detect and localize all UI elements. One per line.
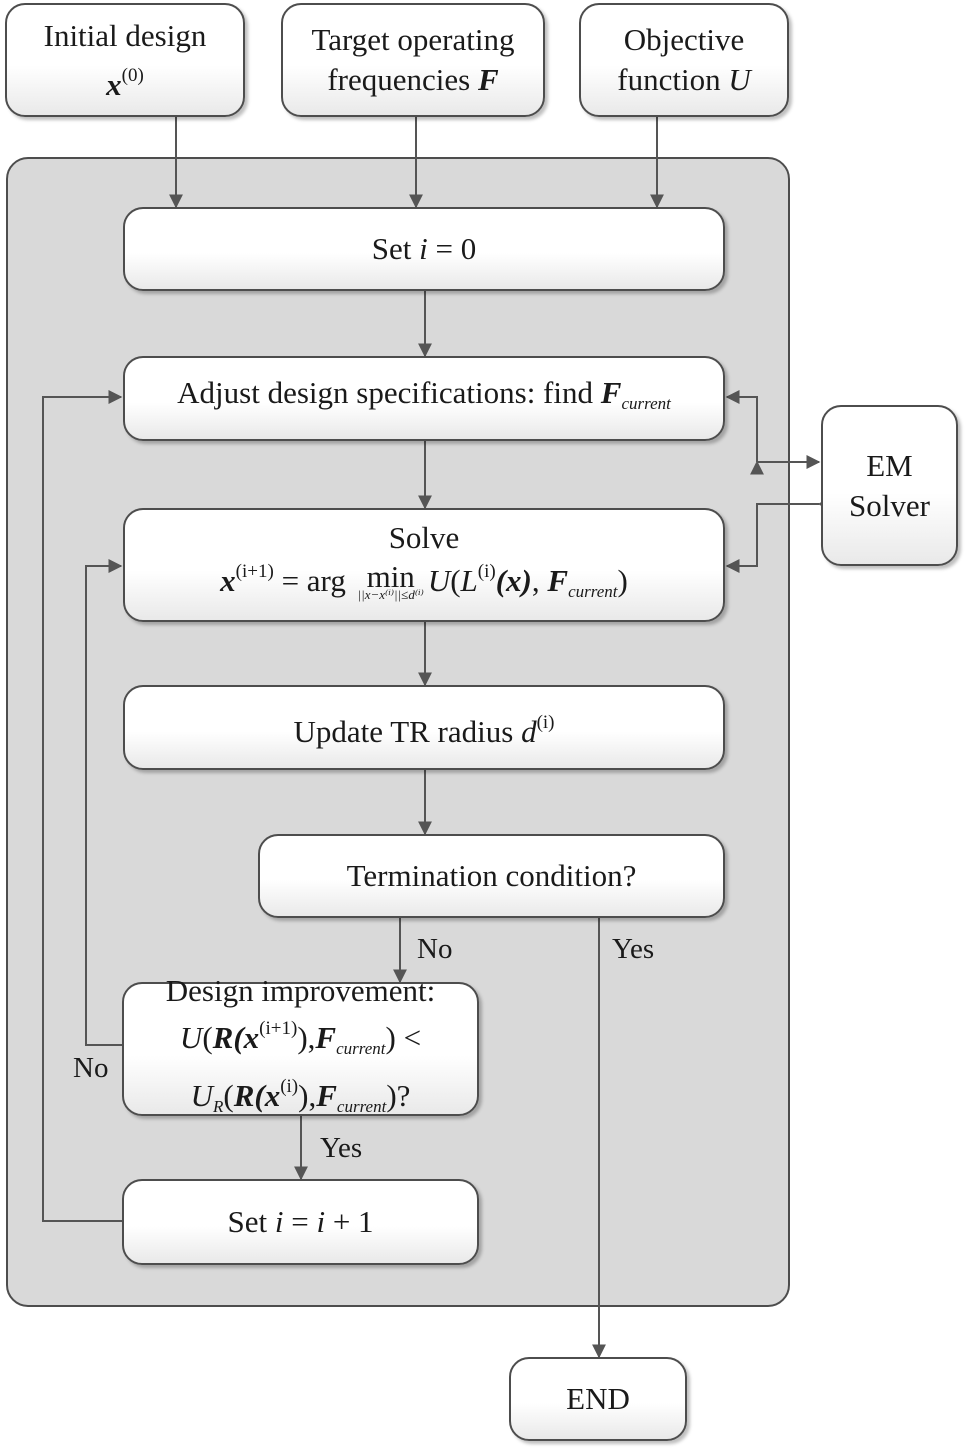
label-improvement-yes: Yes xyxy=(320,1132,363,1164)
objective-function-line2: function U xyxy=(617,62,751,97)
arrow-solve-em xyxy=(725,497,832,573)
design-improvement-line2: U(R(x(i+1)),Fcurrent) < xyxy=(179,1018,422,1058)
arrow-increment-loop xyxy=(42,390,123,1222)
label-termination-yes: Yes xyxy=(612,933,655,965)
objective-function-line1: Objective xyxy=(623,22,745,57)
set-i-zero-box: Set i = 0 xyxy=(123,207,725,291)
solve-title: Solve xyxy=(388,520,460,555)
label-improvement-no: No xyxy=(73,1052,109,1084)
label-termination-no: No xyxy=(417,933,453,965)
target-frequencies-line1: Target operating xyxy=(311,22,515,57)
initial-design-var: x(0) xyxy=(106,64,144,102)
solve-equation: x(i+1) = arg min||x−x⁽ⁱ⁾||≤d⁽ⁱ⁾U(L(i)(x)… xyxy=(220,558,628,602)
em-solver-box: EM Solver xyxy=(821,405,958,566)
arrow-adjust-em-to-solver xyxy=(725,390,764,475)
set-i-increment-box: Set i = i + 1 xyxy=(122,1179,479,1265)
target-frequencies-box: Target operating frequencies F xyxy=(281,3,545,117)
design-improvement-line3: UR(R(x(i)),Fcurrent)? xyxy=(190,1076,411,1116)
adjust-specifications-box: Adjust design specifications: find Fcurr… xyxy=(123,356,725,441)
objective-function-box: Objective function U xyxy=(579,3,789,117)
end-box: END xyxy=(509,1357,687,1441)
initial-design-label: Initial design xyxy=(43,17,207,53)
update-radius-box: Update TR radius d(i) xyxy=(123,685,725,770)
design-improvement-title: Design improvement: xyxy=(165,973,436,1008)
initial-design-box: Initial design x(0) xyxy=(5,3,245,117)
target-frequencies-line2: frequencies F xyxy=(327,62,499,97)
solve-box: Solve x(i+1) = arg min||x−x⁽ⁱ⁾||≤d⁽ⁱ⁾U(L… xyxy=(123,508,725,622)
arrow-improvement-no-loop xyxy=(85,559,123,1046)
design-improvement-box: Design improvement: U(R(x(i+1)),Fcurrent… xyxy=(122,973,479,1116)
termination-condition-box: Termination condition? xyxy=(258,834,725,918)
